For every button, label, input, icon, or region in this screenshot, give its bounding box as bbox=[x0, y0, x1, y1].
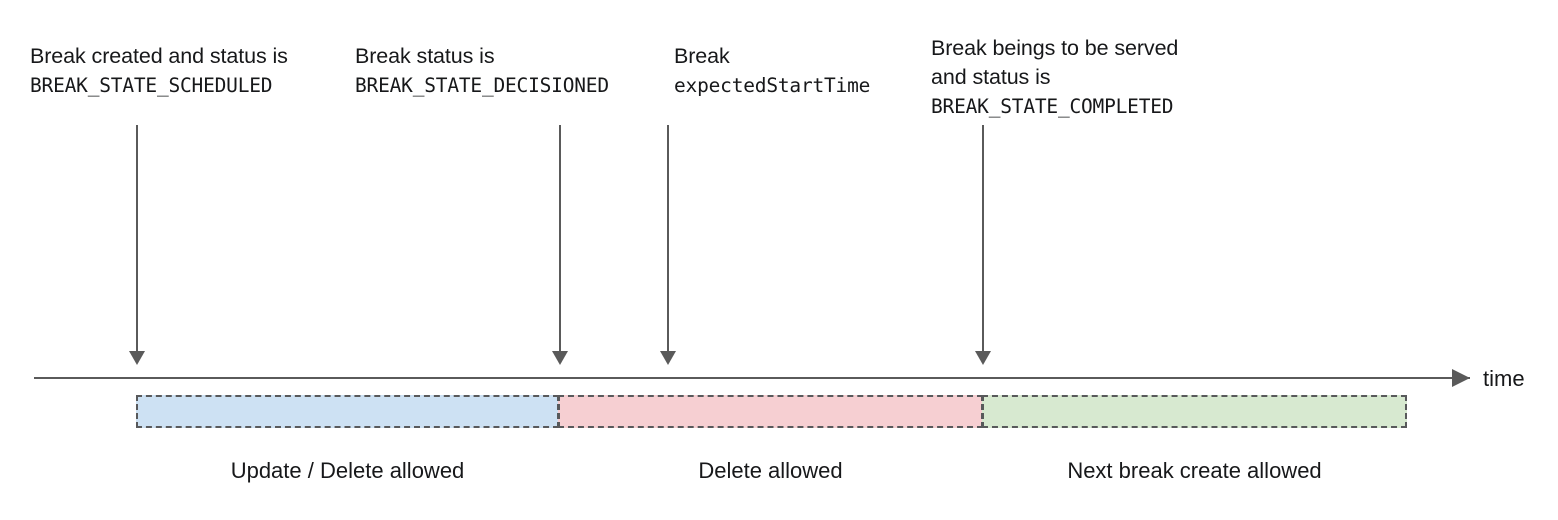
event-annotation-break-decisioned: Break status is BREAK_STATE_DECISIONED bbox=[355, 42, 609, 100]
arrow-down-icon bbox=[660, 351, 676, 365]
event-annotation-expected-start-time: Break expectedStartTime bbox=[674, 42, 870, 100]
event-marker-line-break-created bbox=[136, 125, 138, 353]
annotation-line: Break beings to be served bbox=[931, 36, 1179, 60]
event-marker-line-break-completed bbox=[982, 125, 984, 353]
phase-caption-next-create: Next break create allowed bbox=[1067, 458, 1322, 483]
event-annotation-break-created: Break created and status is BREAK_STATE_… bbox=[30, 42, 288, 100]
arrow-down-icon bbox=[975, 351, 991, 365]
annotation-line: Break bbox=[674, 44, 730, 68]
annotation-line: and status is bbox=[931, 65, 1051, 89]
annotation-line-status-code: BREAK_STATE_DECISIONED bbox=[355, 74, 609, 97]
phase-caption-delete-only: Delete allowed bbox=[698, 458, 843, 483]
phase-bar-delete-only bbox=[558, 395, 983, 428]
event-marker-line-break-decisioned bbox=[559, 125, 561, 353]
phase-bar-next-create bbox=[982, 395, 1407, 428]
annotation-line-field-name: expectedStartTime bbox=[674, 74, 871, 97]
annotation-line: Break created and status is bbox=[30, 44, 288, 68]
event-marker-line-expected-start-time bbox=[667, 125, 669, 353]
phase-bar-update-delete bbox=[136, 395, 559, 428]
event-annotation-break-completed: Break beings to be served and status is … bbox=[931, 34, 1178, 121]
arrow-right-icon bbox=[1452, 369, 1470, 387]
arrow-down-icon bbox=[552, 351, 568, 365]
arrow-down-icon bbox=[129, 351, 145, 365]
phase-caption-update-delete: Update / Delete allowed bbox=[230, 458, 465, 483]
annotation-line-status-code: BREAK_STATE_COMPLETED bbox=[931, 95, 1174, 118]
annotation-line: Break status is bbox=[355, 44, 495, 68]
time-axis-label: time bbox=[1483, 366, 1525, 391]
time-axis-line bbox=[34, 377, 1470, 379]
annotation-line-status-code: BREAK_STATE_SCHEDULED bbox=[30, 74, 273, 97]
